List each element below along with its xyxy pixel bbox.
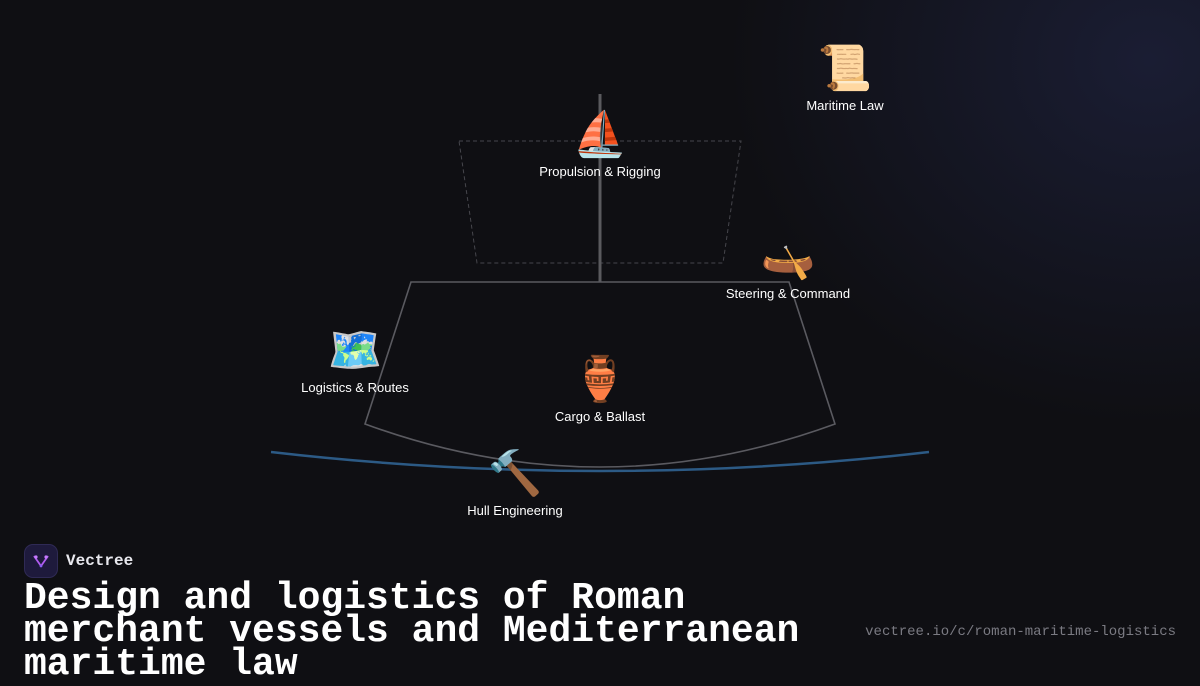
canoe-icon: 🛶: [760, 231, 816, 282]
node-label: Propulsion & Rigging: [539, 164, 661, 179]
node-label: Maritime Law: [806, 98, 884, 113]
waterline: [270, 450, 930, 473]
node-cargo-ballast[interactable]: 🏺 Cargo & Ballast: [490, 354, 710, 425]
node-label: Logistics & Routes: [301, 380, 409, 395]
hammer-icon: 🔨: [487, 448, 543, 499]
page-title: Design and logistics of Roman merchant v…: [24, 577, 800, 686]
node-label: Steering & Command: [725, 286, 851, 301]
node-label: Cargo & Ballast: [554, 409, 646, 424]
ship-diagram: [270, 94, 930, 473]
world-map-icon: 🗺️: [327, 325, 383, 376]
amphora-icon: 🏺: [572, 354, 628, 405]
node-label: Hull Engineering: [467, 503, 563, 518]
node-logistics-routes[interactable]: 🗺️ Logistics & Routes: [245, 325, 465, 396]
scroll-icon: 📜: [817, 43, 873, 94]
hull-outline: [364, 281, 836, 468]
vectree-logo-icon: [24, 544, 58, 578]
node-maritime-law[interactable]: 📜 Maritime Law: [735, 43, 955, 114]
sailboat-icon: ⛵: [572, 109, 628, 160]
source-url[interactable]: vectree.io/c/roman-maritime-logistics: [865, 624, 1176, 640]
node-steering-command[interactable]: 🛶 Steering & Command: [678, 231, 898, 302]
brand: Vectree: [24, 544, 133, 578]
brand-name: Vectree: [66, 552, 134, 570]
node-propulsion-rigging[interactable]: ⛵ Propulsion & Rigging: [490, 109, 710, 180]
node-hull-engineering[interactable]: 🔨 Hull Engineering: [405, 448, 625, 519]
